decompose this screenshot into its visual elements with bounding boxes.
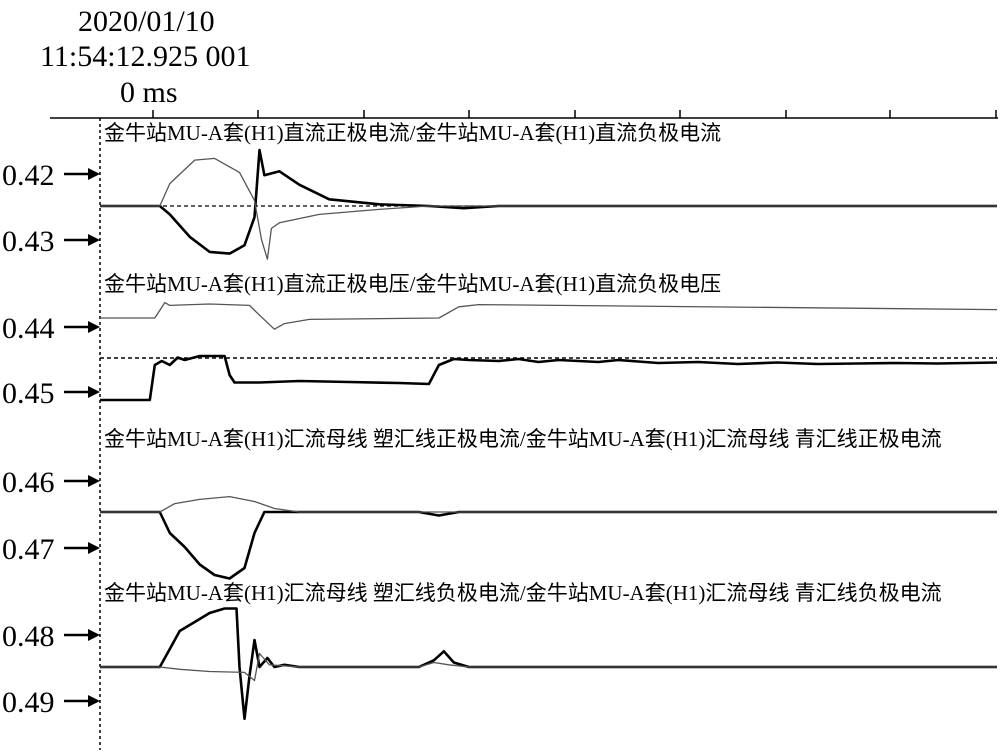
waveform-series — [100, 301, 998, 330]
trigger-date: 2020/01/10 — [78, 5, 215, 38]
time-marker-label: 0.47 — [2, 533, 55, 566]
waveform-panel: 金牛站MU-A套(H1)汇流母线 塑汇线正极电流/金牛站MU-A套(H1)汇流母… — [100, 427, 997, 580]
zero-ms-label: 0 ms — [120, 76, 178, 109]
time-axis-ticks — [152, 110, 997, 118]
time-marker-label: 0.42 — [2, 159, 55, 192]
time-marker-labels: 0.42 0.43 0.44 0.45 0.46 0.47 0.48 0.49 — [2, 159, 100, 719]
waveform-series — [100, 495, 997, 513]
time-marker-label: 0.49 — [2, 686, 55, 719]
marker-arrow-head — [88, 629, 100, 641]
waveform-panels: 金牛站MU-A套(H1)直流正极电流/金牛站MU-A套(H1)直流负极电流金牛站… — [100, 121, 998, 721]
time-marker-label: 0.44 — [2, 312, 55, 345]
waveform-panel: 金牛站MU-A套(H1)直流正极电压/金牛站MU-A套(H1)直流负极电压 — [100, 272, 998, 330]
time-axis — [50, 117, 998, 750]
waveform-panel — [100, 354, 998, 402]
time-marker-label: 0.48 — [2, 620, 55, 653]
trigger-time: 11:54:12.925 001 — [40, 40, 251, 73]
waveform-series — [100, 607, 997, 721]
waveform-series — [100, 157, 997, 260]
waveform-series — [100, 354, 998, 402]
panel-label: 金牛站MU-A套(H1)直流正极电压/金牛站MU-A套(H1)直流负极电压 — [104, 272, 721, 296]
marker-arrow-head — [88, 695, 100, 707]
panel-label: 金牛站MU-A套(H1)直流正极电流/金牛站MU-A套(H1)直流负极电流 — [104, 121, 721, 145]
marker-arrow-head — [88, 386, 100, 398]
marker-arrow-head — [88, 168, 100, 180]
waveform-panel: 金牛站MU-A套(H1)直流正极电流/金牛站MU-A套(H1)直流负极电流 — [100, 121, 997, 260]
marker-arrow-head — [88, 542, 100, 554]
waveform-series — [100, 148, 997, 255]
marker-arrow-head — [88, 234, 100, 246]
time-marker-label: 0.46 — [2, 466, 55, 499]
waveform-series — [100, 510, 997, 580]
marker-arrow-head — [88, 321, 100, 333]
marker-arrow-head — [88, 475, 100, 487]
waveform-series — [100, 652, 997, 682]
waveform-panel: 金牛站MU-A套(H1)汇流母线 塑汇线负极电流/金牛站MU-A套(H1)汇流母… — [100, 581, 997, 721]
time-marker-label: 0.43 — [2, 225, 55, 258]
time-marker-label: 0.45 — [2, 377, 55, 410]
panel-label: 金牛站MU-A套(H1)汇流母线 塑汇线负极电流/金牛站MU-A套(H1)汇流母… — [104, 581, 942, 605]
panel-label: 金牛站MU-A套(H1)汇流母线 塑汇线正极电流/金牛站MU-A套(H1)汇流母… — [104, 427, 942, 451]
